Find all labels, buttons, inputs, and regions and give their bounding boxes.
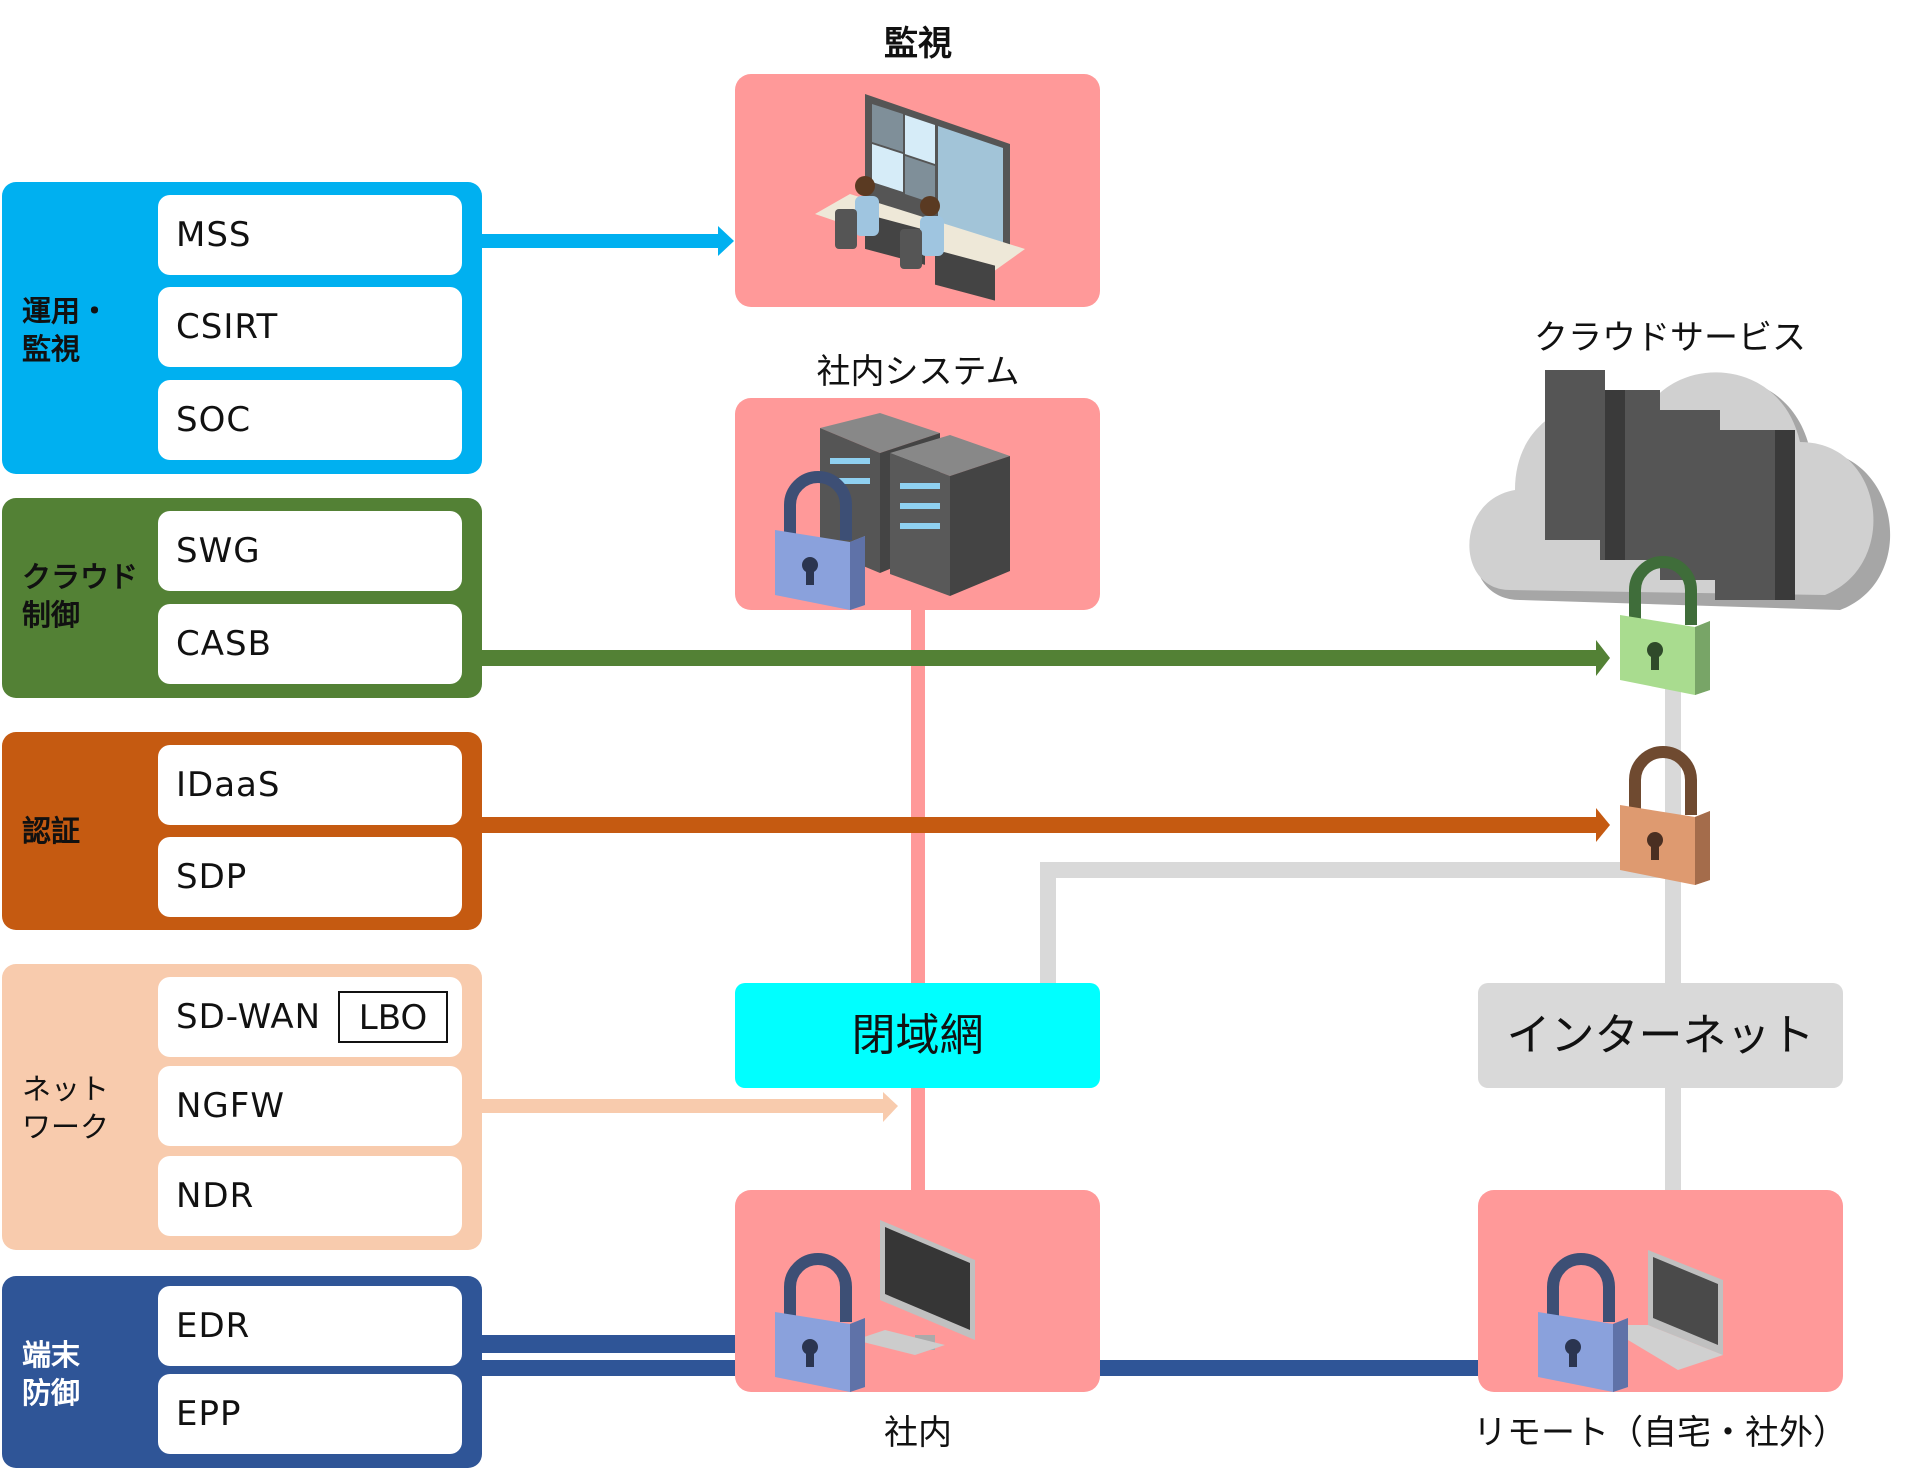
item-label: SD-WAN: [176, 997, 322, 1037]
item-label: EPP: [176, 1394, 242, 1434]
group-label-ops: 運用・ 監視: [22, 294, 110, 366]
zone-title-cloud-service: クラウドサービス: [1534, 318, 1806, 358]
zone-title-office: 社内: [884, 1413, 952, 1453]
zone-monitoring[interactable]: [735, 74, 1100, 307]
zone-title-remote: リモート（自宅・社外）: [1473, 1413, 1847, 1453]
arrow-network-shaft: [480, 1099, 885, 1113]
remote-lock-icon: [1538, 1253, 1628, 1392]
group-ops: 運用・ 監視 MSS CSIRT SOC: [2, 182, 482, 474]
zone-remote[interactable]: [1478, 1190, 1843, 1392]
item-label: SDP: [176, 857, 248, 897]
zone-internal-system[interactable]: [735, 398, 1100, 610]
item-label: SWG: [176, 531, 261, 571]
laptop-icon: [1603, 1250, 1723, 1370]
arrow-edr-shaft: [480, 1335, 758, 1353]
item-ndr[interactable]: NDR: [158, 1156, 462, 1236]
group-cloud: クラウド 制御 SWG CASB: [2, 498, 482, 698]
item-casb[interactable]: CASB: [158, 604, 462, 684]
internet-label: インターネット: [1506, 1010, 1815, 1061]
arrow-cloud-head: [1596, 640, 1610, 676]
zone-office[interactable]: [735, 1190, 1100, 1392]
internet[interactable]: インターネット: [1478, 983, 1843, 1088]
closed-network[interactable]: 閉域網: [735, 983, 1100, 1088]
item-label: IDaaS: [176, 765, 281, 805]
lock-icon: [775, 471, 865, 610]
item-idaas[interactable]: IDaaS: [158, 745, 462, 825]
cloud-lock-icon: [1620, 556, 1710, 695]
item-ngfw[interactable]: NGFW: [158, 1066, 462, 1146]
item-sdp[interactable]: SDP: [158, 837, 462, 917]
group-auth: 認証 IDaaS SDP: [2, 732, 482, 930]
arrow-network-head: [883, 1092, 898, 1122]
arrow-auth-head: [1596, 808, 1610, 842]
item-label: NDR: [176, 1176, 255, 1216]
group-label-network: ネット ワーク: [22, 1072, 110, 1144]
item-label: NGFW: [176, 1086, 285, 1126]
monitoring-room-icon: [815, 94, 1025, 301]
item-label: CSIRT: [176, 307, 279, 347]
item-epp[interactable]: EPP: [158, 1374, 462, 1454]
group-network: ネット ワーク SD-WAN LBO NGFW NDR: [2, 964, 482, 1250]
cloud-servers-icon: [1469, 370, 1891, 610]
zone-title-monitoring: 監視: [884, 24, 952, 64]
office-lock-icon: [775, 1253, 865, 1392]
line-internal-to-office: [911, 610, 925, 1190]
group-label-endpoint: 端末 防御: [22, 1338, 81, 1410]
item-edr[interactable]: EDR: [158, 1286, 462, 1366]
arrow-auth-shaft: [480, 817, 1600, 833]
line-lbo-horizontal: [1040, 862, 1675, 878]
arrow-ops-shaft: [480, 234, 720, 248]
group-label-cloud: クラウド 制御: [22, 560, 139, 632]
server-icon: [820, 413, 1010, 596]
lbo-badge: LBO: [338, 991, 448, 1043]
desktop-icon: [855, 1220, 975, 1355]
item-swg[interactable]: SWG: [158, 511, 462, 591]
item-label: EDR: [176, 1306, 251, 1346]
group-endpoint: 端末 防御 EDR EPP: [2, 1276, 482, 1468]
arrow-cloud-shaft: [480, 650, 1600, 666]
zone-title-internal-system: 社内システム: [816, 352, 1020, 392]
item-sdwan[interactable]: SD-WAN LBO: [158, 977, 462, 1057]
line-internet-to-remote: [1665, 1085, 1681, 1195]
item-label: MSS: [176, 215, 252, 255]
item-label: SOC: [176, 400, 252, 440]
item-label: CASB: [176, 624, 272, 664]
item-csirt[interactable]: CSIRT: [158, 287, 462, 367]
item-soc[interactable]: SOC: [158, 380, 462, 460]
group-label-auth: 認証: [22, 814, 81, 848]
closed-network-label: 閉域網: [851, 1010, 984, 1061]
arrow-ops-head: [718, 226, 734, 256]
auth-lock-icon: [1620, 746, 1710, 885]
line-lbo-vertical: [1040, 862, 1056, 990]
item-mss[interactable]: MSS: [158, 195, 462, 275]
